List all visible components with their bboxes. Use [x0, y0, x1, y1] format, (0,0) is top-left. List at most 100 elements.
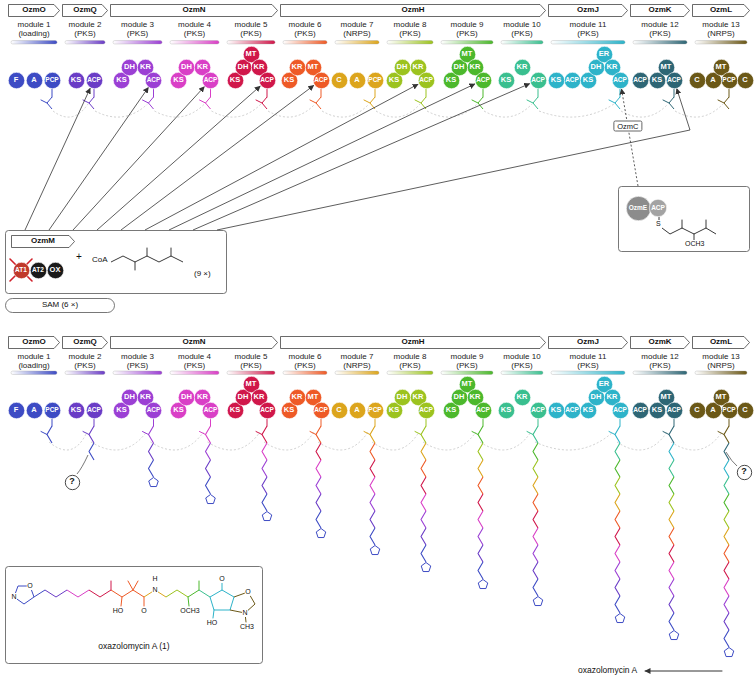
domain-name: ACP — [531, 76, 545, 83]
panel-text: CoA — [91, 256, 109, 265]
domain-shape — [8, 72, 24, 88]
transfer-curve — [322, 104, 369, 117]
domain-circle: ACP — [612, 72, 629, 89]
domain-shape — [349, 402, 365, 418]
gene-arrow: OzmK — [630, 4, 690, 17]
domain-circle: ACP — [418, 402, 435, 419]
transfer-curve — [484, 104, 532, 117]
domain-circle: C — [689, 402, 706, 419]
domain-name: C — [742, 76, 747, 84]
module-bar — [695, 371, 747, 375]
domain-shape — [68, 72, 84, 88]
domain-name: KS — [501, 76, 511, 84]
bond-line — [669, 97, 674, 109]
module-label: module 12 (PKS) — [635, 20, 685, 38]
gene-name: OzmH — [401, 6, 424, 15]
bond-line — [256, 100, 262, 103]
domain-name: ACP — [204, 76, 218, 83]
domain-name: ER — [599, 380, 609, 388]
cofactor-text: SAM (6 ×) — [42, 301, 78, 310]
domain-circle: ACP — [666, 402, 683, 419]
domain-shape — [514, 59, 530, 75]
gene-arrow-shape — [9, 337, 60, 349]
domain-name: F — [14, 406, 19, 414]
domain-name: MT — [716, 393, 727, 401]
bond-line — [310, 432, 316, 435]
bond-line — [166, 590, 188, 597]
domain-name: ACP — [204, 406, 218, 413]
module-label: module 13 (NRPS) — [696, 352, 746, 370]
module-label: module 3 (PKS) — [113, 20, 163, 38]
bond-line — [527, 100, 533, 103]
gene-name: OzmL — [710, 6, 732, 15]
domain-shape — [737, 402, 753, 418]
domain-circle: ACP — [202, 72, 219, 89]
gene-arrow-shape — [693, 5, 750, 17]
domain-shape — [548, 402, 564, 418]
domain-circle: ACP — [649, 199, 667, 217]
polyketide-chain — [615, 545, 620, 562]
module-label: module 3 (PKS) — [113, 352, 163, 370]
polyketide-chain — [478, 426, 483, 443]
module-bar — [65, 41, 105, 45]
atom-label: HO — [206, 619, 218, 627]
domain-circle: F — [8, 402, 25, 419]
product-label: oxazolomycin A — [578, 665, 637, 675]
polyketide-chain — [370, 460, 375, 477]
domain-name: MT — [308, 63, 319, 71]
module-label: module 2 (PKS) — [60, 352, 110, 370]
domain-shape — [475, 72, 491, 88]
bond-line — [45, 590, 67, 597]
polyketide-chain — [421, 443, 426, 460]
polyketide-chain — [149, 443, 154, 460]
domain-circle: KR — [514, 59, 531, 76]
oxazole-ring — [724, 648, 734, 657]
transfer-curve — [95, 104, 148, 117]
domain-circle: DH — [178, 59, 195, 76]
domain-name: KS — [230, 76, 240, 84]
bond-line — [200, 432, 206, 435]
atom-label: HO — [112, 607, 124, 615]
domain-name: ER — [599, 50, 609, 58]
bond-line — [609, 432, 615, 435]
module-bar — [227, 41, 275, 45]
polyketide-chain — [533, 460, 538, 477]
oxazole-ring — [478, 580, 488, 589]
connector — [193, 84, 530, 230]
polyketide-chain — [615, 562, 620, 579]
domain-shape — [259, 72, 275, 88]
cyclization-arrow — [77, 455, 88, 474]
module-bar — [11, 41, 57, 45]
bond-line — [321, 419, 322, 426]
bond-line — [321, 89, 322, 97]
oxazole-ring — [669, 631, 679, 640]
domain-shape — [564, 402, 580, 418]
polyketide-chain — [615, 528, 620, 545]
module-label: module 5 (PKS) — [226, 352, 276, 370]
domain-name: KS — [583, 406, 593, 414]
bond-line — [52, 89, 53, 97]
domain-name: KS — [446, 406, 456, 414]
polyketide-chain — [533, 579, 538, 596]
domain-name: KS — [551, 76, 561, 84]
module-bar — [551, 371, 625, 375]
bond-line — [538, 89, 539, 97]
oxazole-ring — [316, 529, 326, 538]
bond-line — [200, 100, 206, 103]
inactive-cross — [10, 259, 32, 281]
domain-name: DH — [591, 63, 602, 71]
domain-name: MT — [661, 393, 672, 401]
domain-name: PCP — [368, 406, 381, 413]
domain-name: MT — [716, 63, 727, 71]
bond-line — [472, 432, 478, 435]
domain-name: PCP — [722, 76, 735, 83]
connector — [622, 89, 639, 186]
domain-name: KS — [551, 406, 561, 414]
domain-circle: KS — [498, 402, 515, 419]
domain-name: KR — [254, 393, 265, 401]
module-label: module 6 (PKS) — [280, 352, 330, 370]
domain-name: C — [336, 406, 341, 414]
domain-circle: ACP — [475, 72, 492, 89]
domain-shape — [626, 196, 650, 220]
